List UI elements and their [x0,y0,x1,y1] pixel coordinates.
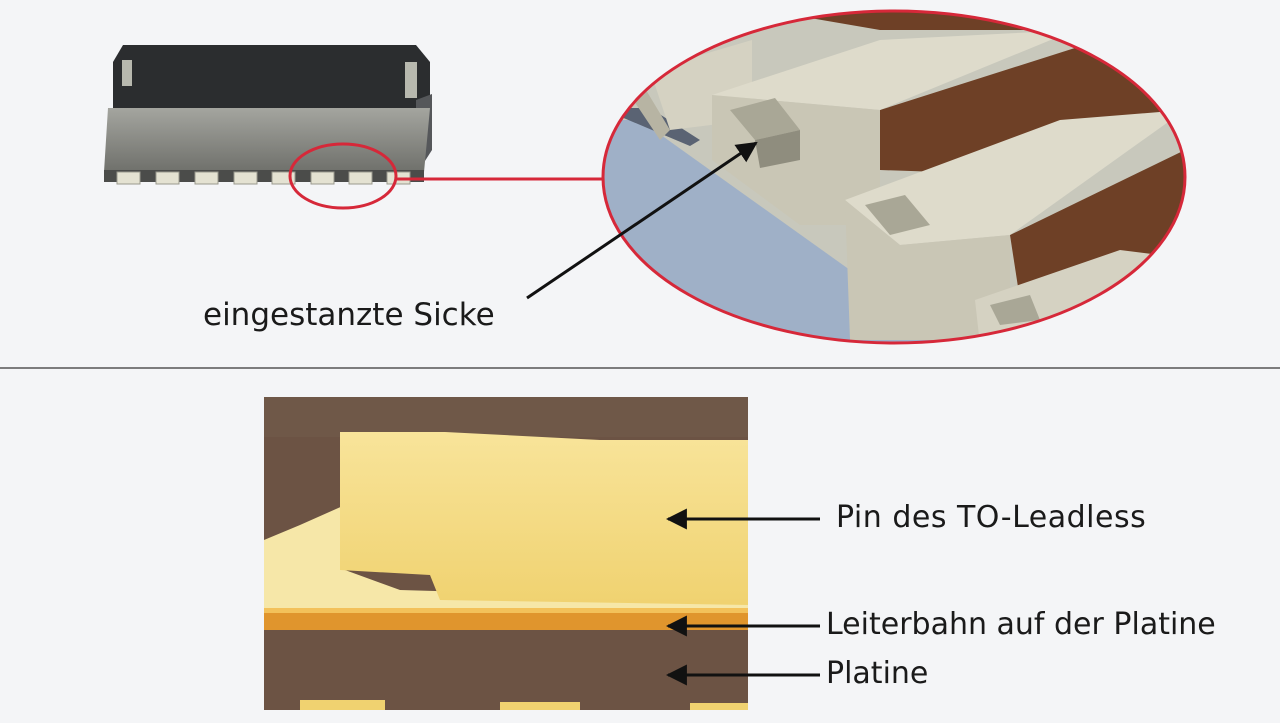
zoom-dimple [730,98,800,140]
package-top [113,45,430,108]
micrograph [264,397,748,710]
package-pin [194,171,219,185]
zoom-pin-front [845,200,1010,340]
zoom-dimple [990,295,1040,325]
package-pin [155,171,180,185]
package-pins [116,171,411,185]
package-pin [348,171,373,185]
package-ear-right [405,62,417,98]
micrograph-mold [264,397,748,437]
label-pin: Pin des TO-Leadless [836,500,1147,535]
zoom-pin-top [712,30,1075,110]
package-pin [116,171,141,185]
package-pin [233,171,258,185]
package-render [104,45,432,185]
package-underside [104,170,424,182]
package-pin [310,171,335,185]
copper-strip [1010,150,1185,300]
package-ear-left [122,60,132,86]
highlight-ring-zoom [601,9,1187,345]
zoom-detail [603,11,1185,343]
micrograph-fibre [690,703,748,710]
label-eingestanzte-sicke: eingestanzte Sicke [203,297,495,333]
zoom-dimple [865,195,930,235]
label-platine: Platine [826,656,929,691]
zoom-board-edge [603,108,700,146]
micrograph-fibre [500,702,580,710]
zoom-dimple-shadow [755,130,800,168]
micrograph-pin [340,432,748,605]
highlight-ring-small [288,142,398,210]
label-leiterbahn: Leiterbahn auf der Platine [826,607,1216,642]
zoom-pin-top [845,110,1185,245]
micrograph-fibre [300,700,385,710]
arrow-sicke [526,141,758,300]
micrograph-trace [264,612,748,630]
micrograph-board [264,630,748,700]
package-front [104,108,430,172]
micrograph-solder [264,505,748,612]
micrograph-trace-edge [264,608,748,613]
